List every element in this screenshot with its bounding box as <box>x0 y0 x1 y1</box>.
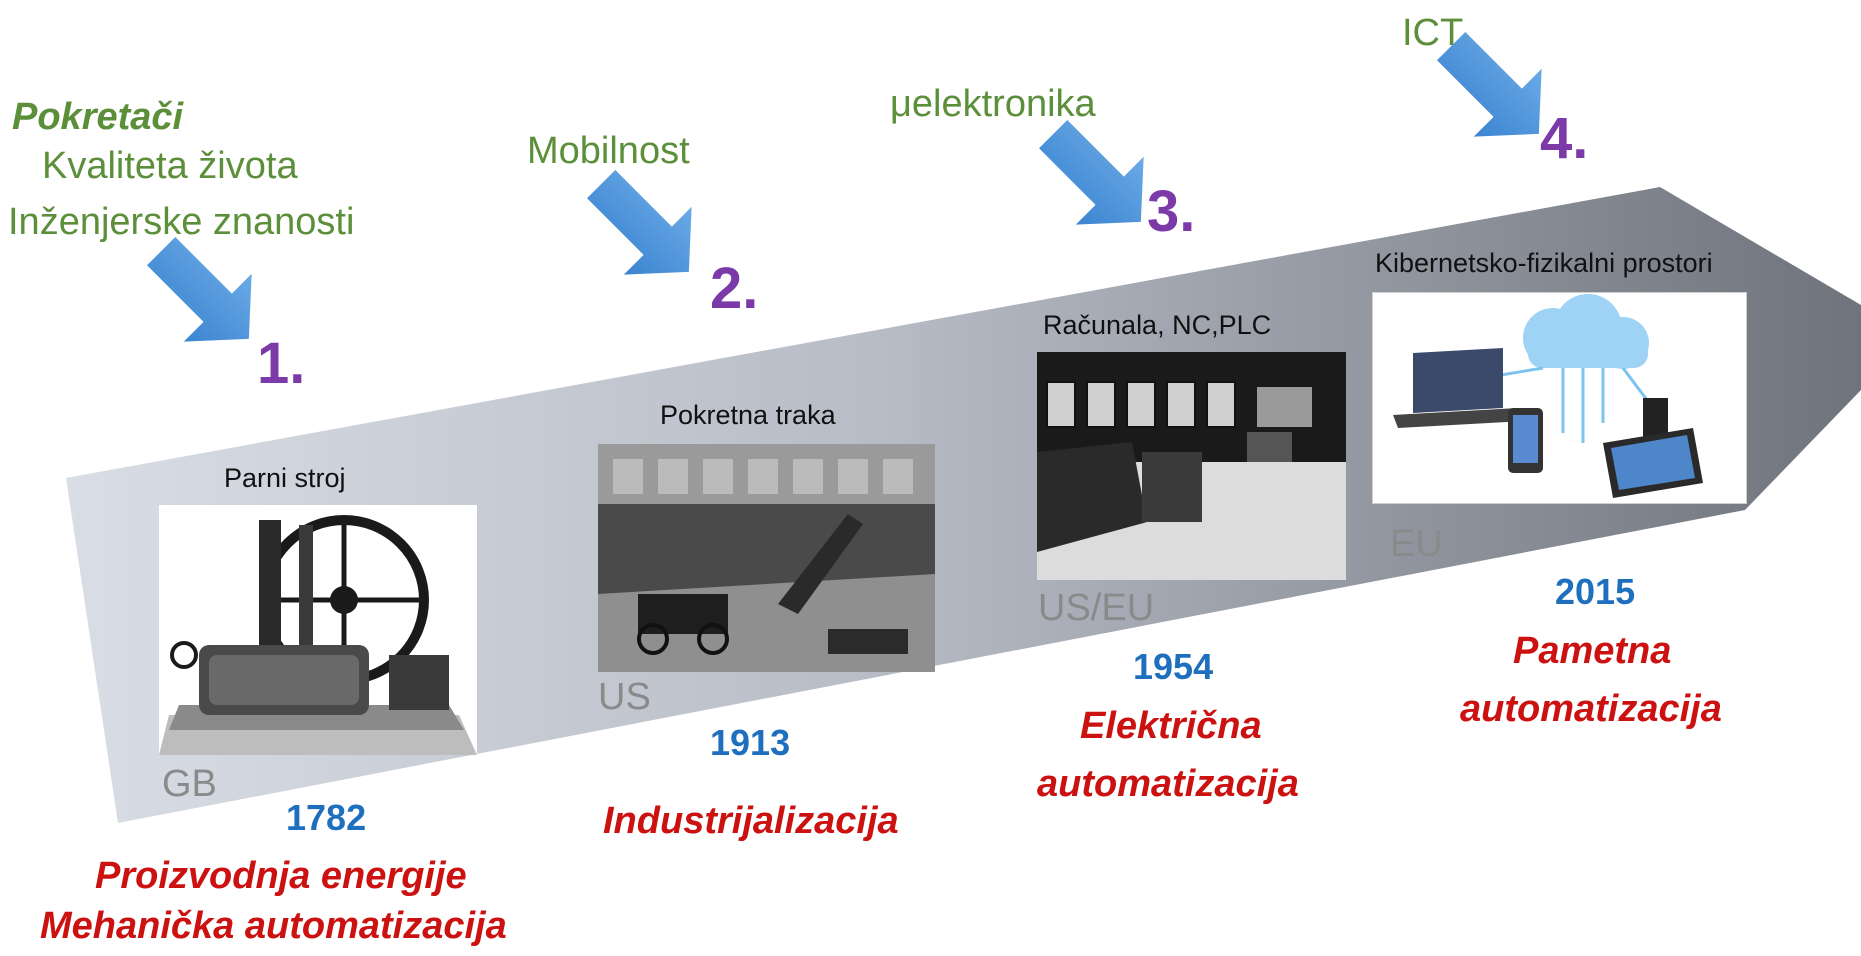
region-gb: GB <box>162 763 217 805</box>
driver-quality-of-life: Kvaliteta života <box>42 145 298 187</box>
year-1913: 1913 <box>710 722 791 763</box>
driver-microelectronics: μelektronika <box>890 83 1096 125</box>
down-right-arrow-icon <box>1039 120 1144 225</box>
desc-smart: Pametna <box>1513 630 1672 672</box>
desc-electrical: Električna <box>1080 705 1262 747</box>
cloud-devices-image <box>1372 292 1747 504</box>
region-us: US <box>598 676 651 718</box>
down-right-arrow-icon <box>587 170 692 275</box>
stage-number-4: 4. <box>1540 106 1589 171</box>
driver-ict: ICT <box>1402 12 1464 54</box>
region-us-eu: US/EU <box>1038 587 1155 629</box>
down-right-arrow-icon <box>1437 32 1542 137</box>
drivers-heading: Pokretači <box>12 96 184 138</box>
stage-number-3: 3. <box>1147 179 1196 244</box>
desc-mechanical-automation: Mehanička automatizacija <box>40 905 507 947</box>
desc-smart-automation: automatizacija <box>1460 688 1722 730</box>
stage-number-1: 1. <box>257 331 306 396</box>
stage-number-2: 2. <box>710 256 759 321</box>
region-eu: EU <box>1390 523 1443 565</box>
desc-energy-production: Proizvodnja energije <box>95 855 467 897</box>
caption-steam-engine: Parni stroj <box>224 463 346 493</box>
steam-engine-image <box>159 505 477 755</box>
year-1782: 1782 <box>286 797 367 838</box>
assembly-line-image <box>598 444 935 672</box>
down-right-arrow-icon <box>147 237 252 342</box>
year-2015: 2015 <box>1555 571 1636 612</box>
desc-electrical-automation: automatizacija <box>1037 763 1299 805</box>
desc-industrialization: Industrijalizacija <box>603 800 899 842</box>
caption-computers: Računala, NC,PLC <box>1043 310 1272 340</box>
caption-cyber-physical: Kibernetsko-fizikalni prostori <box>1375 248 1713 278</box>
driver-mobility: Mobilnost <box>527 130 690 172</box>
driver-engineering-sciences: Inženjerske znanosti <box>8 201 355 243</box>
year-1954: 1954 <box>1133 646 1214 687</box>
computers-image <box>1037 352 1346 580</box>
caption-assembly-line: Pokretna traka <box>660 400 836 430</box>
